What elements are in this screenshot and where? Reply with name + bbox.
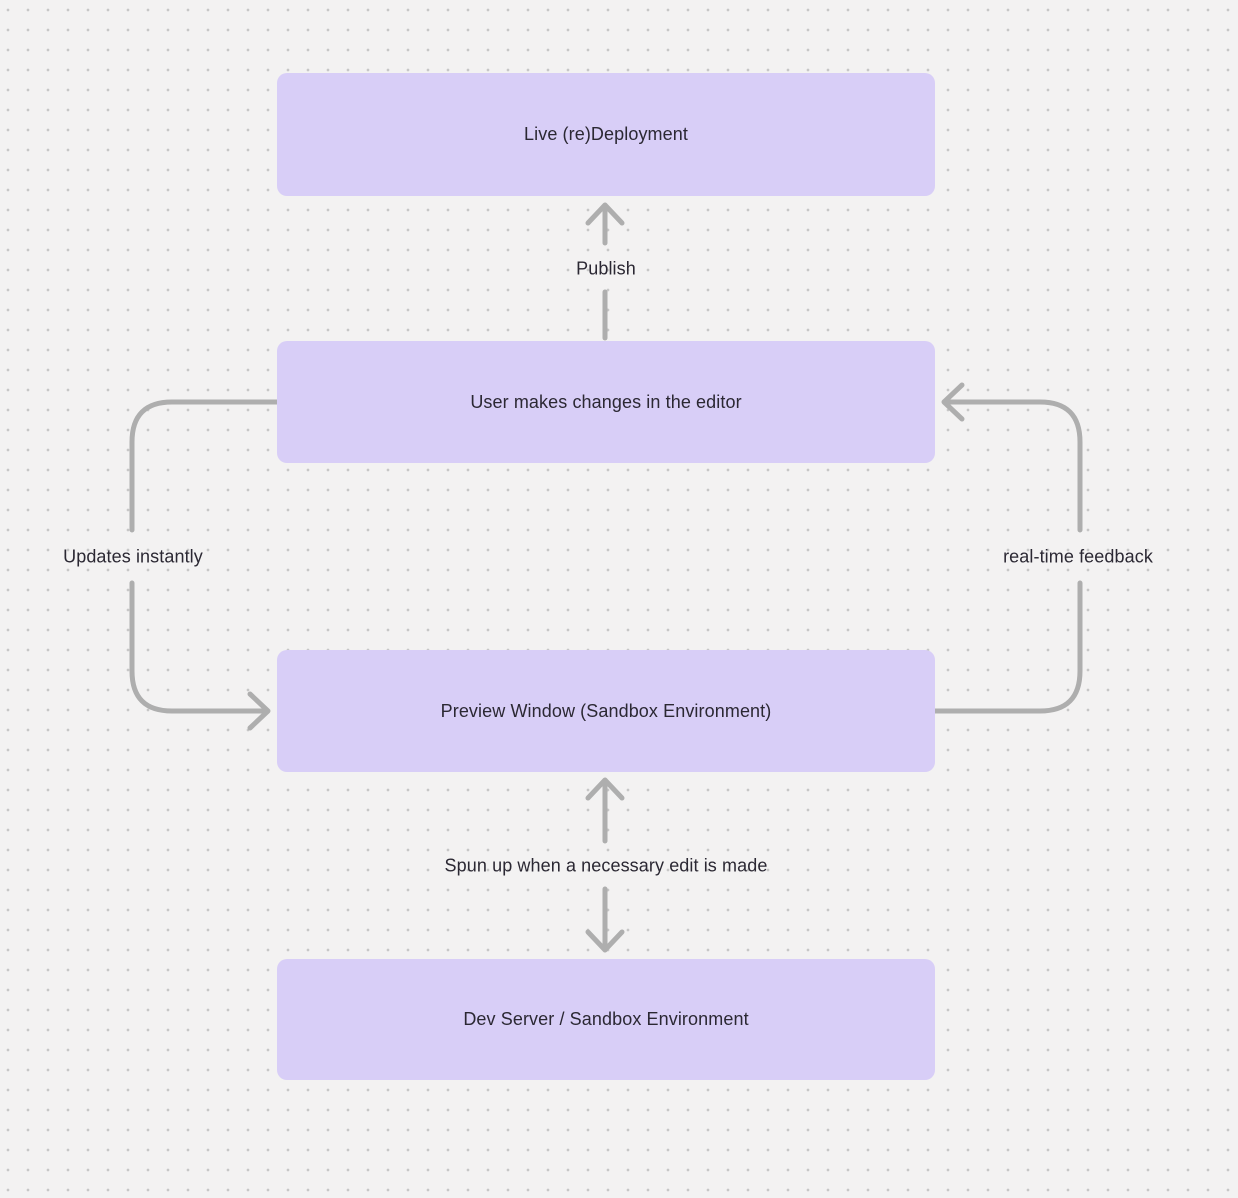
arrow-realtime-lower xyxy=(930,580,1083,714)
arrowhead-realtime-left xyxy=(941,382,965,422)
node-label: Dev Server / Sandbox Environment xyxy=(463,1009,749,1029)
arrow-group xyxy=(129,202,1083,953)
edge-label-spun-up: Spun up when a necessary edit is made xyxy=(444,855,768,876)
arrow-realtime-upper xyxy=(947,399,1083,533)
node-preview-window: Preview Window (Sandbox Environment) xyxy=(277,650,935,772)
node-label: Preview Window (Sandbox Environment) xyxy=(440,700,772,721)
arrow-updates-lower xyxy=(129,580,265,714)
edge-label-updates-instantly: Updates instantly xyxy=(63,546,203,567)
arrowhead-spun-up xyxy=(585,777,625,801)
arrowhead-publish-up xyxy=(585,202,625,226)
node-dev-server: Dev Server / Sandbox Environment xyxy=(277,959,935,1080)
edge-label-realtime-feedback: real-time feedback xyxy=(1003,546,1153,567)
arrow-updates-upper xyxy=(129,399,282,533)
arrowhead-spun-down xyxy=(585,929,625,953)
edge-label-publish: Publish xyxy=(576,258,636,279)
node-live-redeployment: Live (re)Deployment xyxy=(277,73,935,196)
node-user-changes: User makes changes in the editor xyxy=(277,341,935,463)
node-label: Live (re)Deployment xyxy=(524,124,688,144)
arrowhead-updates-right xyxy=(247,691,271,731)
node-label: User makes changes in the editor xyxy=(470,391,742,412)
